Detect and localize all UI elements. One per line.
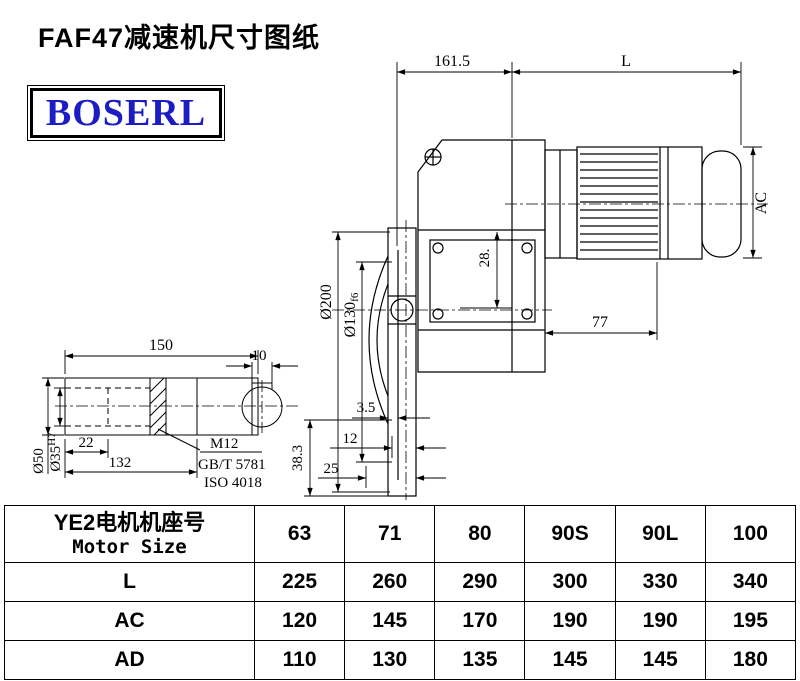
dim-bore-value: Ø35 [48, 446, 64, 472]
table-row-AD: AD 110 130 135 145 145 180 [4, 640, 797, 680]
table-cell: 180 [704, 640, 797, 680]
row-label: AC [4, 601, 255, 641]
table-cell: 300 [524, 562, 616, 602]
table-cell: 145 [344, 601, 436, 641]
header-en-label: Motor Size [72, 535, 187, 558]
dimension-labels: 161.5 L AC Ø200 Ø130f6 28. 77 3.5 12 25 … [31, 53, 770, 491]
brand-logo-box: BOSERL [27, 85, 225, 141]
table-row-L: L 225 260 290 300 330 340 [4, 562, 797, 602]
dim-161-5: 161.5 [434, 53, 470, 70]
motor-size-table: YE2电机机座号 Motor Size 63 71 80 90S 90L 100… [4, 505, 797, 680]
dim-L: L [621, 53, 631, 70]
table-cell: 135 [434, 640, 526, 680]
callout-thread: M12 [210, 436, 238, 452]
dim-flange-od: Ø200 [318, 284, 335, 320]
table-cell: 120 [253, 601, 346, 641]
table-cell: 190 [524, 601, 616, 641]
table-cell: 260 [344, 562, 436, 602]
dim-28: 28. [477, 249, 493, 268]
dim-132: 132 [109, 455, 132, 471]
table-row-AC: AC 120 145 170 190 190 195 [4, 601, 797, 641]
dim-22: 22 [79, 435, 94, 451]
table-cell: 170 [434, 601, 526, 641]
dim-38-3: 38.3 [290, 445, 306, 471]
dim-10: 10 [252, 348, 267, 364]
dimension-lines [42, 62, 762, 497]
row-label: AD [4, 640, 255, 680]
header-size-col: 90S [524, 505, 616, 563]
header-size-col: 63 [253, 505, 346, 563]
header-size-col: 71 [344, 505, 436, 563]
table-cell: 340 [704, 562, 797, 602]
dim-77: 77 [592, 314, 608, 331]
centerlines [55, 203, 768, 500]
dim-3-5: 3.5 [357, 400, 376, 416]
dimension-drawing: 161.5 L AC Ø200 Ø130f6 28. 77 3.5 12 25 … [31, 53, 770, 500]
table-cell: 145 [614, 640, 706, 680]
dim-150: 150 [149, 337, 173, 354]
dim-spigot-tolerance: f6 [349, 292, 361, 302]
dim-25: 25 [324, 461, 339, 477]
page-title: FAF47减速机尺寸图纸 [38, 23, 321, 53]
dim-spigot-value: Ø130 [342, 302, 359, 338]
header-size-col: 80 [434, 505, 526, 563]
shaft-detail [64, 377, 283, 453]
table-cell: 110 [253, 640, 346, 680]
dim-AC: AC [753, 192, 770, 214]
dim-spigot-diameter: Ø130f6 [342, 292, 361, 337]
header-size-col: 90L [614, 505, 706, 563]
dim-bore-diameter: Ø35H7 [46, 432, 64, 472]
table-cell: 130 [344, 640, 436, 680]
brand-logo-text: BOSERL [45, 92, 207, 134]
motor-outline [544, 146, 742, 260]
table-cell: 195 [704, 601, 797, 641]
dim-shaft-od: Ø50 [31, 448, 47, 474]
callout-gb-standard: GB/T 5781 [198, 457, 266, 473]
gearbox-outline [368, 139, 546, 497]
table-cell: 290 [434, 562, 526, 602]
table-header-row: YE2电机机座号 Motor Size 63 71 80 90S 90L 100 [4, 505, 797, 563]
dim-bore-tolerance: H7 [46, 432, 58, 446]
row-label: L [4, 562, 255, 602]
dim-12: 12 [343, 431, 358, 447]
table-cell: 190 [614, 601, 706, 641]
header-motor-size-cell: YE2电机机座号 Motor Size [4, 505, 255, 563]
table-cell: 225 [253, 562, 346, 602]
table-cell: 145 [524, 640, 616, 680]
header-cn-label: YE2电机机座号 [53, 510, 206, 536]
callout-iso-standard: ISO 4018 [204, 475, 262, 491]
header-size-col: 100 [704, 505, 797, 563]
table-cell: 330 [614, 562, 706, 602]
